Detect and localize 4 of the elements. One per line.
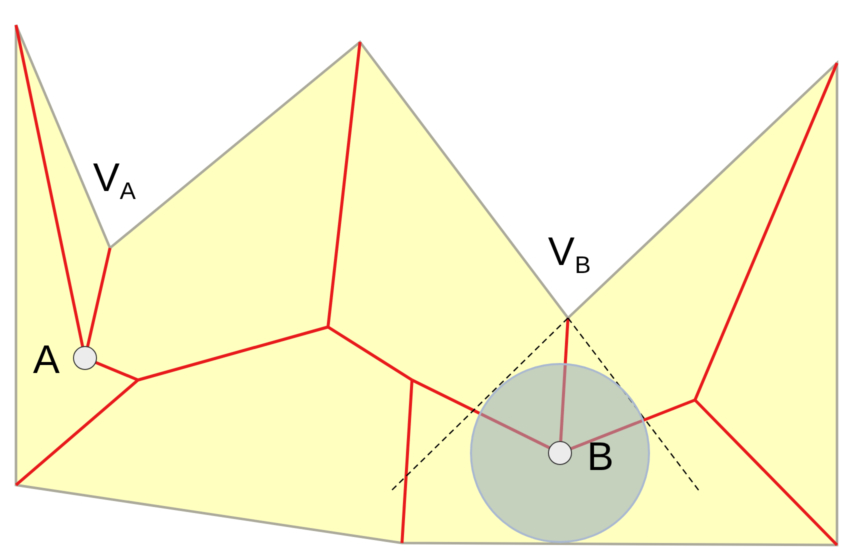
vertex-label: V$_{A}$ <box>93 158 136 204</box>
point-label: A <box>33 340 60 380</box>
point-label: B <box>587 437 614 477</box>
vertex-label: V$_{B}$ <box>548 232 591 278</box>
